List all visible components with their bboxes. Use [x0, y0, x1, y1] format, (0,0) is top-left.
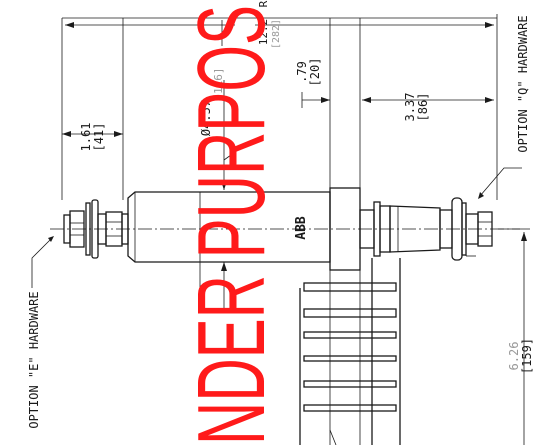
dim-top-hardware: 1.61 [41]	[62, 123, 123, 152]
dim-diameter-metric: [116]	[212, 67, 225, 100]
frame-lines	[61, 14, 498, 200]
left-hardware	[63, 199, 129, 259]
dim-flange-metric: [20]	[308, 58, 322, 87]
dim-top-hardware-value: 1.61	[79, 123, 93, 152]
callout-option-e: OPTION "E" HARDWARE	[27, 236, 54, 429]
dim-lower-metric: [159]	[520, 338, 534, 374]
corner-fragment: R	[257, 0, 270, 7]
dim-overall: 12.2 [282] R	[221, 0, 282, 49]
dim-overall-metric: [282]	[271, 19, 282, 49]
brand-logo: ABB	[294, 216, 309, 240]
dim-diameter-value: Ø4.57	[199, 100, 213, 136]
option-q-label: OPTION "Q" HARDWARE	[516, 15, 530, 152]
right-hardware	[359, 197, 493, 261]
dim-flange-top: 3.37 [86]	[362, 93, 494, 122]
dim-flange-top-value: 3.37	[403, 93, 417, 122]
insulator-stack	[299, 258, 401, 445]
dim-flange-value: .79	[295, 61, 309, 83]
watermark: NDER PURPOS	[178, 5, 285, 445]
dim-lower: 6.26 [159]	[498, 228, 534, 445]
dim-flange-top-metric: [86]	[416, 93, 430, 122]
dim-overall-value: 12.2	[257, 19, 270, 46]
option-e-label: OPTION "E" HARDWARE	[27, 291, 41, 428]
callout-option-q: OPTION "Q" HARDWARE	[478, 15, 530, 199]
dim-diameter: Ø4.57 [116]	[199, 67, 239, 311]
dim-flange: .79 [20]	[295, 58, 330, 108]
dim-top-hardware-metric: [41]	[92, 123, 106, 152]
dim-lower-value: 6.26	[507, 342, 521, 371]
